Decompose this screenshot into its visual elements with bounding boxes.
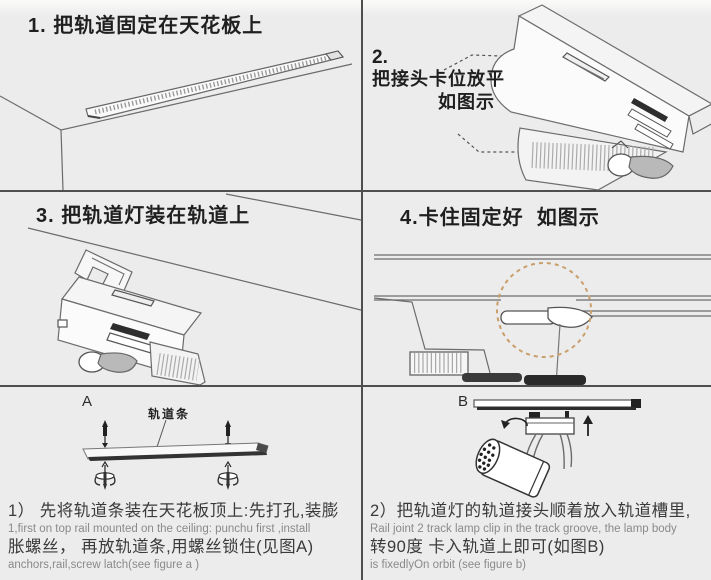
led-dots xyxy=(477,443,496,471)
step2-line2: 如图示 xyxy=(438,92,495,112)
track-rail-drawing xyxy=(82,442,269,461)
clip-lever xyxy=(607,140,674,179)
lamp-body-cylinder xyxy=(149,341,206,385)
vertical-divider xyxy=(361,0,363,580)
step3-title: 3. 把轨道灯装在轨道上 xyxy=(36,205,251,227)
step4-title: 4.卡住固定好 如图示 xyxy=(400,207,600,229)
instruction-left-en1: 1,first on top rail mounted on the ceili… xyxy=(8,523,311,535)
instruction-left: 1） 先将轨道条装在天花板顶上:先打孔,装膨 1,first on top ra… xyxy=(8,501,358,573)
fixture-side-view xyxy=(373,297,491,376)
instruction-left-en2: anchors,rail,screw latch(see figure a ) xyxy=(8,559,200,571)
track-rail-drawing xyxy=(473,399,641,410)
up-arrow-icon xyxy=(583,415,593,436)
contact-slots xyxy=(627,98,674,150)
lamp-body-cylinder xyxy=(517,127,668,190)
instruction-left-zh1: 1） 先将轨道条装在天花板顶上:先打孔,装膨 xyxy=(8,502,339,520)
step1-title: 1. 把轨道固定在天花板上 xyxy=(28,15,264,37)
step2-title: 2. 把接头卡位放平 如图示 xyxy=(372,48,505,114)
figure-a-label: A xyxy=(82,393,93,410)
instruction-right: 2）把轨道灯的轨道接头顺着放入轨道槽里, Rail joint 2 track … xyxy=(370,501,708,573)
step4-locked-drawing xyxy=(373,254,711,385)
clip-lever-locked xyxy=(500,306,593,385)
step3-mounting-drawing xyxy=(27,193,361,385)
step2-connector-drawing xyxy=(443,4,711,190)
expansion-anchor-icon xyxy=(94,460,116,490)
instruction-left-zh2: 胀螺丝， 再放轨道条,用螺丝锁住(见图A) xyxy=(8,538,314,556)
step4-panel: 4.卡住固定好 如图示 xyxy=(364,192,711,385)
step2-line1: 把接头卡位放平 xyxy=(372,69,505,89)
ceiling-lines xyxy=(27,193,361,311)
spotlight-drawing xyxy=(475,438,551,498)
instruction-right-zh1: 2）把轨道灯的轨道接头顺着放入轨道槽里, xyxy=(370,502,691,520)
step2-number: 2. xyxy=(372,47,388,68)
track-rail-drawing xyxy=(85,50,345,119)
track-adapter-drawing xyxy=(525,411,575,435)
figure-b-panel: B xyxy=(364,387,711,500)
ceiling-side-lines xyxy=(374,254,711,317)
instruction-right-zh2: 转90度 卡入轨道上即可(如图B) xyxy=(370,538,605,556)
instruction-right-en1: Rail joint 2 track lamp clip in the trac… xyxy=(370,523,677,535)
horizontal-divider-top xyxy=(0,190,711,192)
step1-panel: 1. 把轨道固定在天花板上 xyxy=(0,0,361,190)
rail-part-label: 轨道条 xyxy=(148,407,191,421)
instruction-right-en2: is fixedlyOn orbit (see figure b) xyxy=(370,559,526,571)
ceiling-perspective-lines xyxy=(0,63,353,190)
figure-a-drawing xyxy=(82,419,269,490)
dashed-highlight-circle-icon xyxy=(496,262,592,358)
step1-ceiling-track-drawing xyxy=(0,50,353,190)
figure-b-label: B xyxy=(458,393,469,410)
step2-panel: 2. 把接头卡位放平 如图示 xyxy=(364,0,711,190)
figure-b-drawing xyxy=(473,399,641,498)
track-adapter-drawing xyxy=(57,276,203,377)
expansion-anchor-icon xyxy=(217,460,239,490)
rotate-90-arrow-icon xyxy=(501,417,528,429)
figure-a-panel: A 轨道条 xyxy=(0,387,361,500)
part-label-leader xyxy=(156,419,167,448)
lamp-top-dark xyxy=(462,373,586,385)
horizontal-divider-bottom xyxy=(0,385,711,387)
step3-panel: 3. 把轨道灯装在轨道上 xyxy=(0,192,361,385)
screw-icon xyxy=(102,420,108,448)
clip-lever xyxy=(78,351,138,373)
